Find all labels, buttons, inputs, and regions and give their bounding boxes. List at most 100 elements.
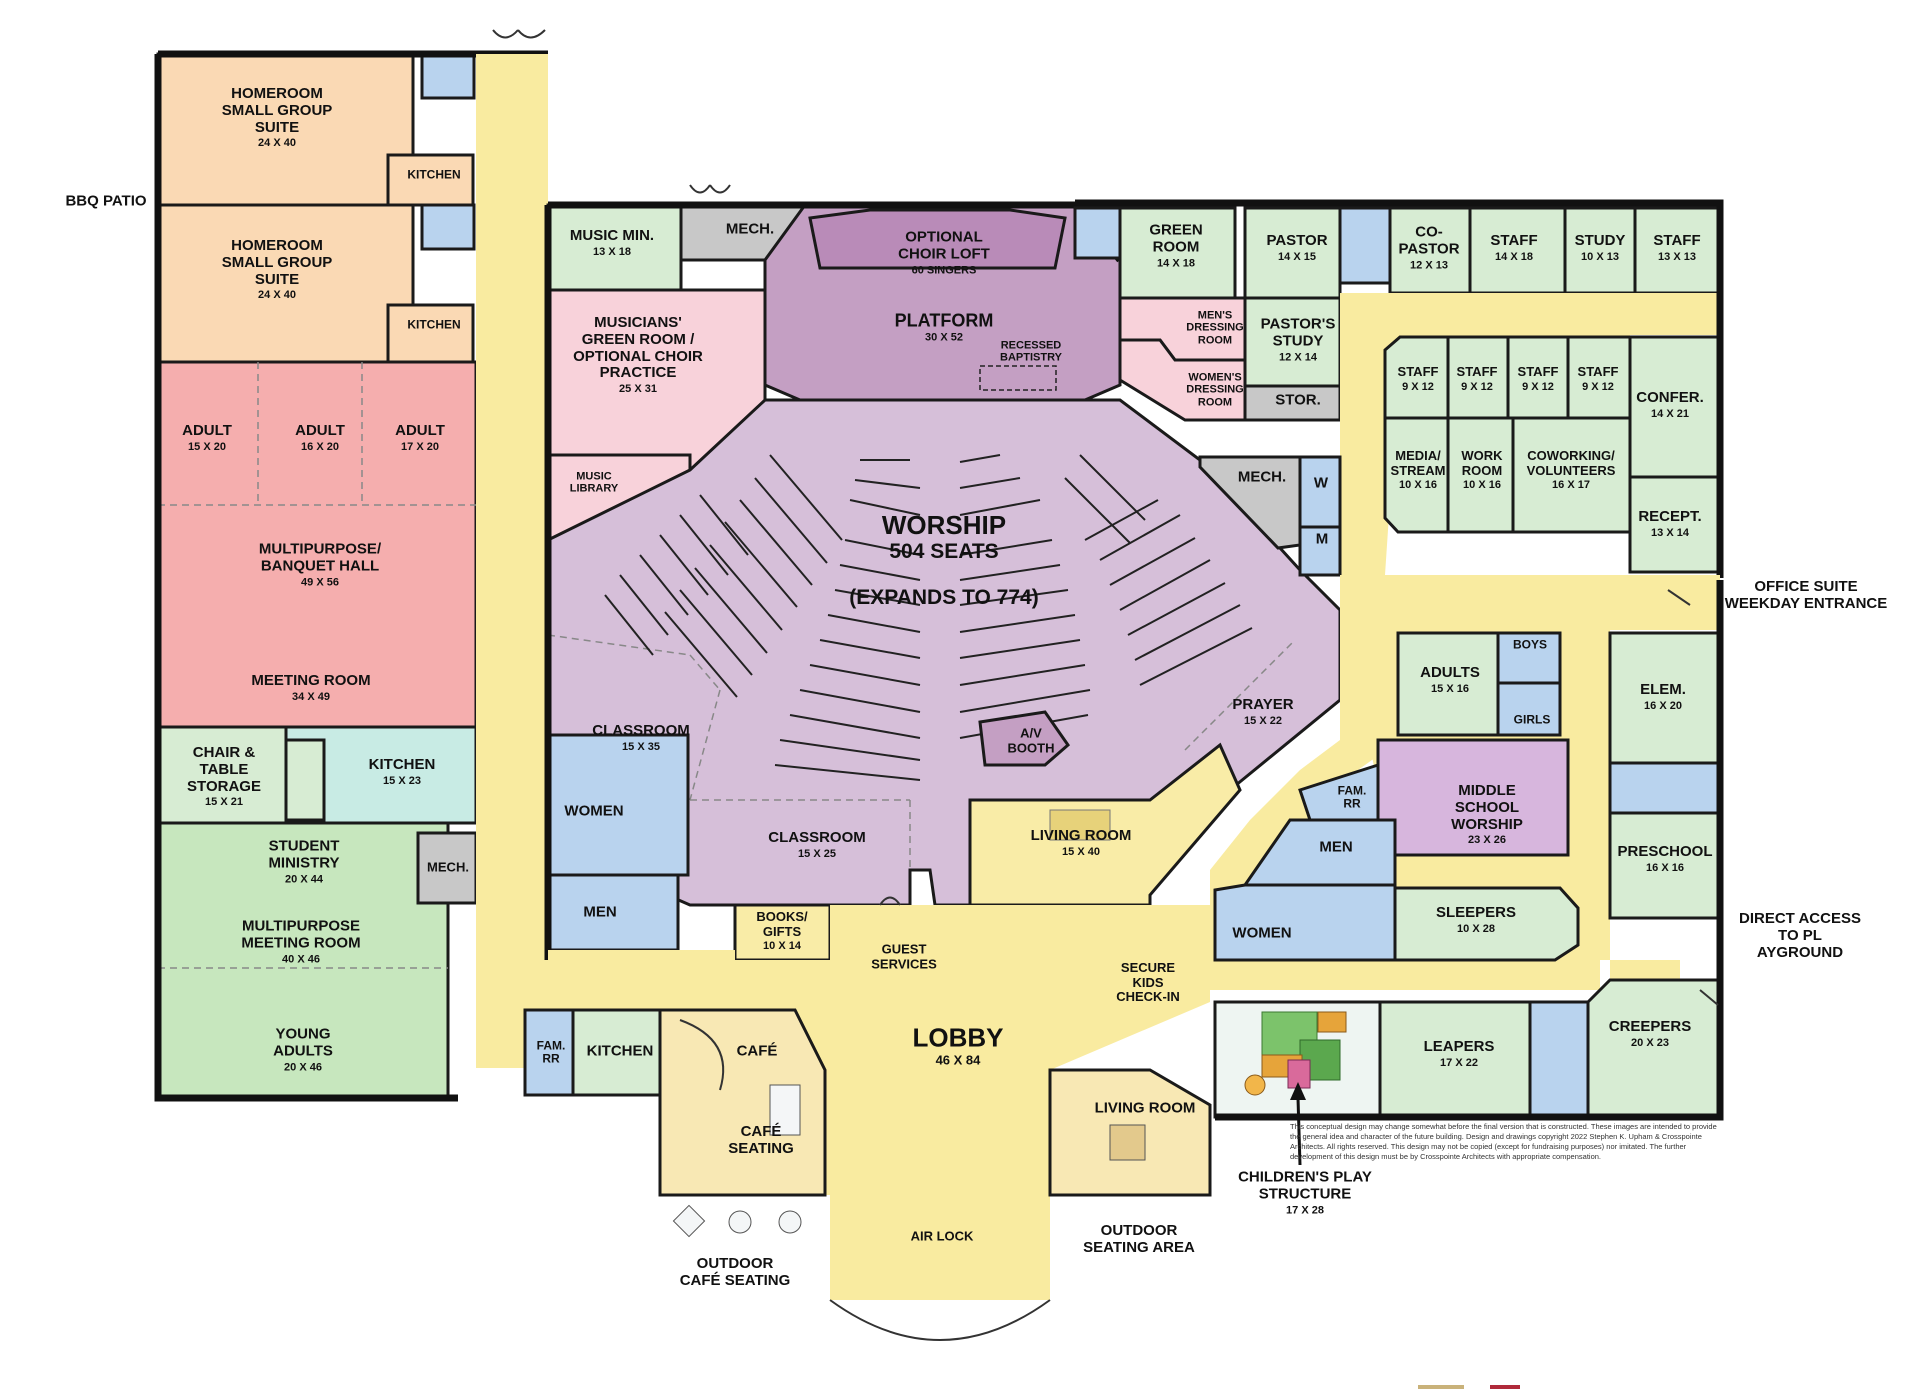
leapers xyxy=(1378,1000,1532,1119)
cafe xyxy=(658,1008,827,1197)
worship-block xyxy=(544,201,1342,962)
kitchen-lobby xyxy=(571,1008,662,1097)
door-swings xyxy=(492,29,1719,1006)
choir-loft xyxy=(808,208,1067,270)
admin-wing xyxy=(1073,199,1724,578)
play-arrow-head xyxy=(1290,1082,1306,1100)
label-men-c: MEN xyxy=(583,903,617,921)
sleepers xyxy=(1393,886,1580,962)
play-structure xyxy=(1244,1011,1347,1096)
label-w: W xyxy=(1313,474,1329,492)
label-baptistry: RECESSED BAPTISTRY xyxy=(1000,339,1062,364)
women-restroom-east xyxy=(1213,883,1397,962)
pantry xyxy=(284,738,326,822)
girls-rr xyxy=(1496,681,1562,737)
label-cafe: CAFÉ xyxy=(736,1042,778,1060)
label-mens-dressing: MEN'S DRESSING ROOM xyxy=(1186,309,1244,347)
restroom-pastor xyxy=(1338,206,1392,285)
coworking xyxy=(1511,416,1632,534)
baptistry-outline xyxy=(979,365,1057,391)
callout-office-entrance: OFFICE SUITE WEEKDAY ENTRANCE xyxy=(1724,578,1888,612)
elem-restrooms xyxy=(1608,761,1722,815)
label-m: M xyxy=(1315,530,1329,548)
confer xyxy=(1628,335,1722,479)
kids-corridor xyxy=(1210,630,1400,905)
label-guest: GUEST SERVICES xyxy=(871,941,937,971)
mech-east xyxy=(1198,455,1302,550)
label-stor: STOR. xyxy=(1275,391,1321,409)
seat-rows xyxy=(604,454,1253,781)
fam-rr-west xyxy=(523,1008,575,1097)
play-arrow xyxy=(1296,1097,1302,1166)
media-stream xyxy=(1383,416,1450,534)
student-ministry xyxy=(156,821,450,1100)
label-men-e: MEN xyxy=(1319,838,1353,856)
homeroom-2 xyxy=(156,203,415,364)
callout-playground-access: DIRECT ACCESS TO PL AYGROUND xyxy=(1739,909,1861,961)
restroom-nw1 xyxy=(420,52,476,100)
label-women-e: WOMEN xyxy=(1232,924,1292,942)
label-fam-rr-w: FAM. RR xyxy=(536,1038,566,1066)
label-fam-rr-e: FAM. RR xyxy=(1337,783,1367,811)
legend-swatch-gold xyxy=(1418,1385,1464,1389)
recept xyxy=(1628,475,1722,574)
staff-d xyxy=(1446,335,1510,420)
m-restroom xyxy=(1298,525,1342,577)
adults-kids xyxy=(1396,631,1500,737)
living-table xyxy=(1109,1124,1146,1161)
label-worship: WORSHIP 504 SEATS (EXPANDS TO 774) xyxy=(849,509,1039,609)
label-boys: BOYS xyxy=(1512,637,1548,652)
living-sofa xyxy=(1049,809,1111,841)
label-recept: RECEPT.13 X 14 xyxy=(1638,507,1702,539)
restroom-green xyxy=(1073,206,1122,260)
lobby-rooms xyxy=(523,1008,1212,1238)
cafe-table-1 xyxy=(769,1084,801,1136)
west-wing xyxy=(154,50,548,1102)
label-kitchen-lobby: KITCHEN xyxy=(586,1042,654,1060)
restroom-nw2 xyxy=(420,203,476,251)
av-booth xyxy=(978,710,1071,767)
men-restroom-center xyxy=(546,873,680,952)
childrens-wing xyxy=(1213,580,1724,1166)
label-girls: GIRLS xyxy=(1513,712,1551,727)
leapers-restrooms xyxy=(1528,1000,1590,1119)
disclaimer-text: This conceptual design may change somewh… xyxy=(1290,1122,1717,1162)
label-living-s: LIVING ROOM xyxy=(1094,1099,1196,1117)
label-women-c: WOMEN xyxy=(564,802,624,820)
kitchen-2 xyxy=(386,303,475,364)
label-womens-dressing: WOMEN'S DRESSING ROOM xyxy=(1186,371,1244,409)
